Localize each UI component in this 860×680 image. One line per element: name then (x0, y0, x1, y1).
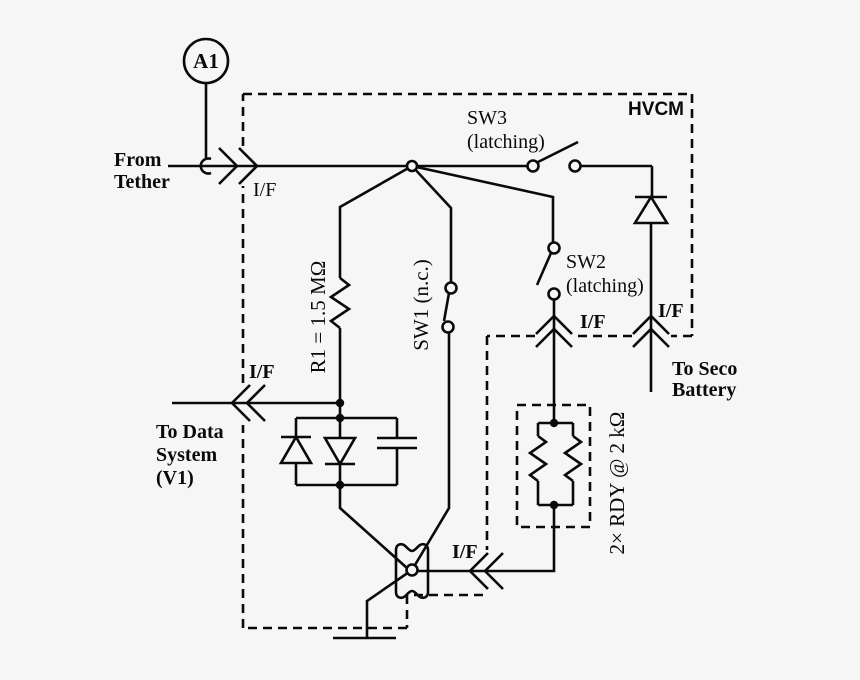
relay-if-chevron-icon (468, 552, 504, 590)
rdy-rails (538, 421, 573, 507)
rdy-left-zigzag (527, 434, 549, 483)
relay-pivot-terminal (405, 563, 419, 577)
sw3-left-contact (526, 159, 540, 173)
tether-if-label: I/F (253, 179, 276, 201)
clamp-box-rails (296, 416, 397, 487)
to-data-system-label-line2: System (156, 444, 217, 466)
center-diode-triangle (322, 436, 358, 467)
relay-if-label: I/F (452, 541, 478, 563)
left-diode-triangle (278, 434, 314, 465)
module-hvcm-label: HVCM (628, 99, 684, 120)
sw1-top-contact (444, 281, 458, 295)
sw3-type-label: (latching) (467, 131, 545, 153)
sw3-label: SW3 (467, 107, 507, 129)
data-if-chevron-icon (230, 384, 266, 422)
junction-box-bottom (335, 480, 345, 490)
junction-rdy-bottom (549, 500, 559, 510)
sw1-lever (442, 292, 451, 322)
wire-node-to-r1 (338, 164, 413, 278)
to-seco-battery-label-line2: Battery (672, 379, 736, 401)
rdy-resistors-label: 2× RDY @ 2 kΩ (605, 412, 629, 555)
sw1-label: SW1 (n.c.) (409, 259, 433, 351)
sw2-lever (535, 252, 553, 286)
sw2-top-contact (547, 241, 561, 255)
switch-terminals (405, 159, 582, 577)
interface-connectors (218, 147, 670, 590)
to-seco-battery-label-line1: To Seco (672, 358, 737, 380)
hvcm-boundary-dashed-box (241, 92, 694, 630)
main-node-terminal (405, 159, 419, 173)
sw1-bottom-contact (441, 320, 455, 334)
sw2-label: SW2 (566, 251, 606, 273)
rdy-right-zigzag (562, 434, 584, 483)
from-tether-label-line2: Tether (114, 171, 170, 193)
battery-if-label: I/F (658, 300, 684, 322)
tether-connector-loop (199, 157, 212, 175)
to-data-system-label-line3: (V1) (156, 467, 194, 489)
wire-rdy-to-relay (416, 505, 556, 573)
sw2-type-label: (latching) (566, 275, 644, 297)
junction-data-line (335, 398, 345, 408)
assembly-a1-circle (182, 37, 230, 85)
sw2-if-label: I/F (580, 311, 606, 333)
battery-if-chevron-icon (632, 314, 670, 348)
tether-if-chevron-icon (218, 147, 259, 185)
relay-feedthrough-symbol (394, 542, 430, 600)
battery-diode-triangle (632, 194, 670, 225)
capacitor (377, 418, 417, 485)
junction-dots (335, 398, 559, 510)
resistor-r1-label: R1 = 1.5 MΩ (306, 261, 330, 374)
wire-box-to-relay (338, 464, 408, 569)
sw2-if-chevron-icon (535, 314, 573, 348)
from-tether-label-line1: From (114, 149, 162, 171)
wire-node-to-sw1 (411, 165, 453, 282)
to-data-system-label-line1: To Data (156, 421, 224, 443)
sw3-lever (535, 140, 579, 165)
sw2-bottom-contact (547, 287, 561, 301)
sw3-right-contact (568, 159, 582, 173)
resistor-r1-zigzag (328, 276, 352, 330)
data-if-label: I/F (249, 361, 275, 383)
junction-box-top (335, 413, 345, 423)
junction-rdy-top (549, 418, 559, 428)
assembly-a1-label: A1 (193, 49, 219, 73)
wire-node-to-sw2 (411, 164, 555, 243)
wires (168, 83, 670, 640)
